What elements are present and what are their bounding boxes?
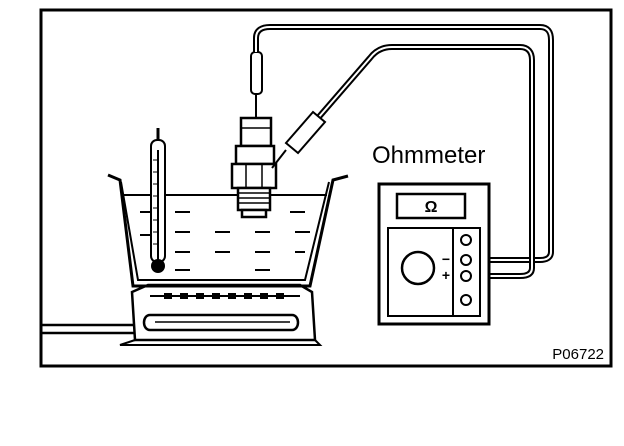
- ohmmeter-display: [395, 192, 467, 220]
- terminal-4: [460, 294, 472, 306]
- ohmmeter: [377, 182, 491, 326]
- minus-sign-label: −: [442, 251, 450, 267]
- ohmmeter-label: Ohmmeter: [372, 142, 485, 169]
- water-waves: [140, 211, 310, 271]
- figure-id: P06722: [552, 346, 604, 363]
- terminal-1: [460, 234, 472, 246]
- terminal-plus: [460, 270, 472, 282]
- terminal-minus: [460, 254, 472, 266]
- heater-stove: [42, 283, 323, 346]
- figure-frame: [39, 8, 613, 368]
- range-knob: [400, 250, 436, 286]
- test-lead-upper: [250, 24, 554, 263]
- display-symbol: Ω: [425, 199, 438, 216]
- burner-holes: [164, 293, 284, 299]
- probe-upper: [250, 51, 263, 95]
- plus-sign-label: +: [442, 267, 450, 283]
- probe-lower: [284, 110, 327, 155]
- test-lead-lower: [271, 44, 535, 279]
- thermometer: [150, 128, 166, 273]
- temperature-sensor: [230, 116, 278, 219]
